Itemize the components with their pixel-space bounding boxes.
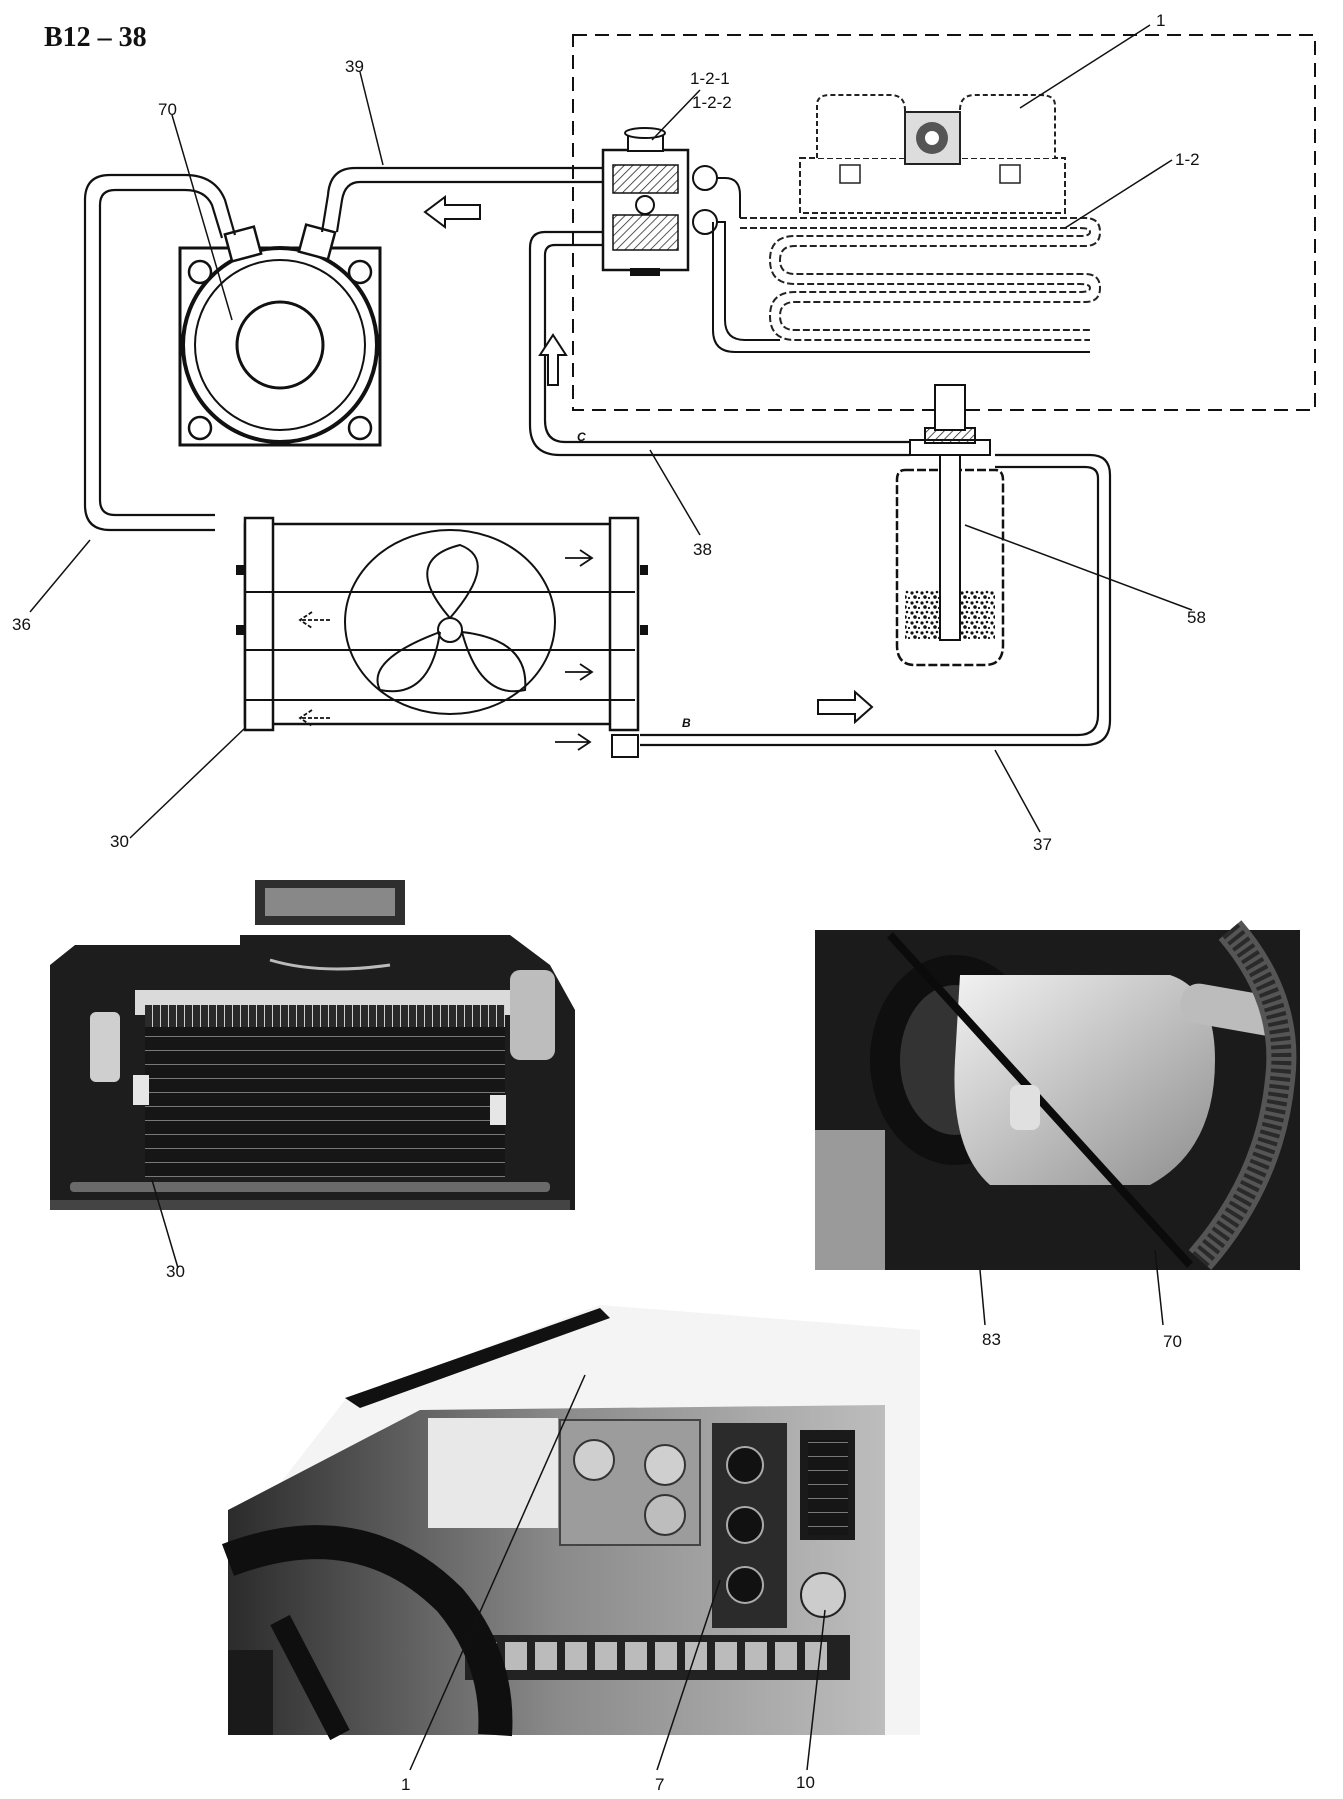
callout-39: 39 [345,57,364,76]
receiver-drier [895,384,1005,667]
evaporator-coil [740,217,1102,341]
callout-38: 38 [693,540,712,559]
callout-58: 58 [1187,608,1206,627]
pipe-mark-c: C [577,430,586,444]
flow-arrows [298,549,594,751]
callout-1-dashboard: 1 [401,1775,410,1794]
callout-7: 7 [655,1775,664,1794]
callout-1-2-1: 1-2-1 [690,69,730,88]
photo-condenser: 30 [50,880,575,1281]
callout-1-2-2: 1-2-2 [692,93,732,112]
callout-10: 10 [796,1773,815,1792]
leader-lines [29,24,1193,839]
photo-dashboard: 1 7 10 [221,1305,920,1794]
callout-70-diagram: 70 [158,100,177,119]
callout-37: 37 [1033,835,1052,854]
callout-36: 36 [12,615,31,634]
page-identifier: B12 – 38 [44,22,147,53]
callout-30-diagram: 30 [110,832,129,851]
photo-compressor: 83 70 [815,920,1300,1351]
expansion-valve [601,127,1090,353]
diagram-callouts: 1 1-2-1 1-2-2 1-2 39 70 36 38 58 30 37 [12,11,1206,854]
pipes [83,166,1112,747]
callout-30-photo: 30 [166,1262,185,1281]
pipe-mark-b: B [682,716,691,730]
blower-unit [799,94,1066,214]
direction-arrows [423,195,874,725]
callout-83: 83 [982,1330,1001,1349]
callout-1-2: 1-2 [1175,150,1200,169]
compressor [178,223,382,447]
callout-1-blower: 1 [1156,11,1165,30]
callout-70-photo: 70 [1163,1332,1182,1351]
